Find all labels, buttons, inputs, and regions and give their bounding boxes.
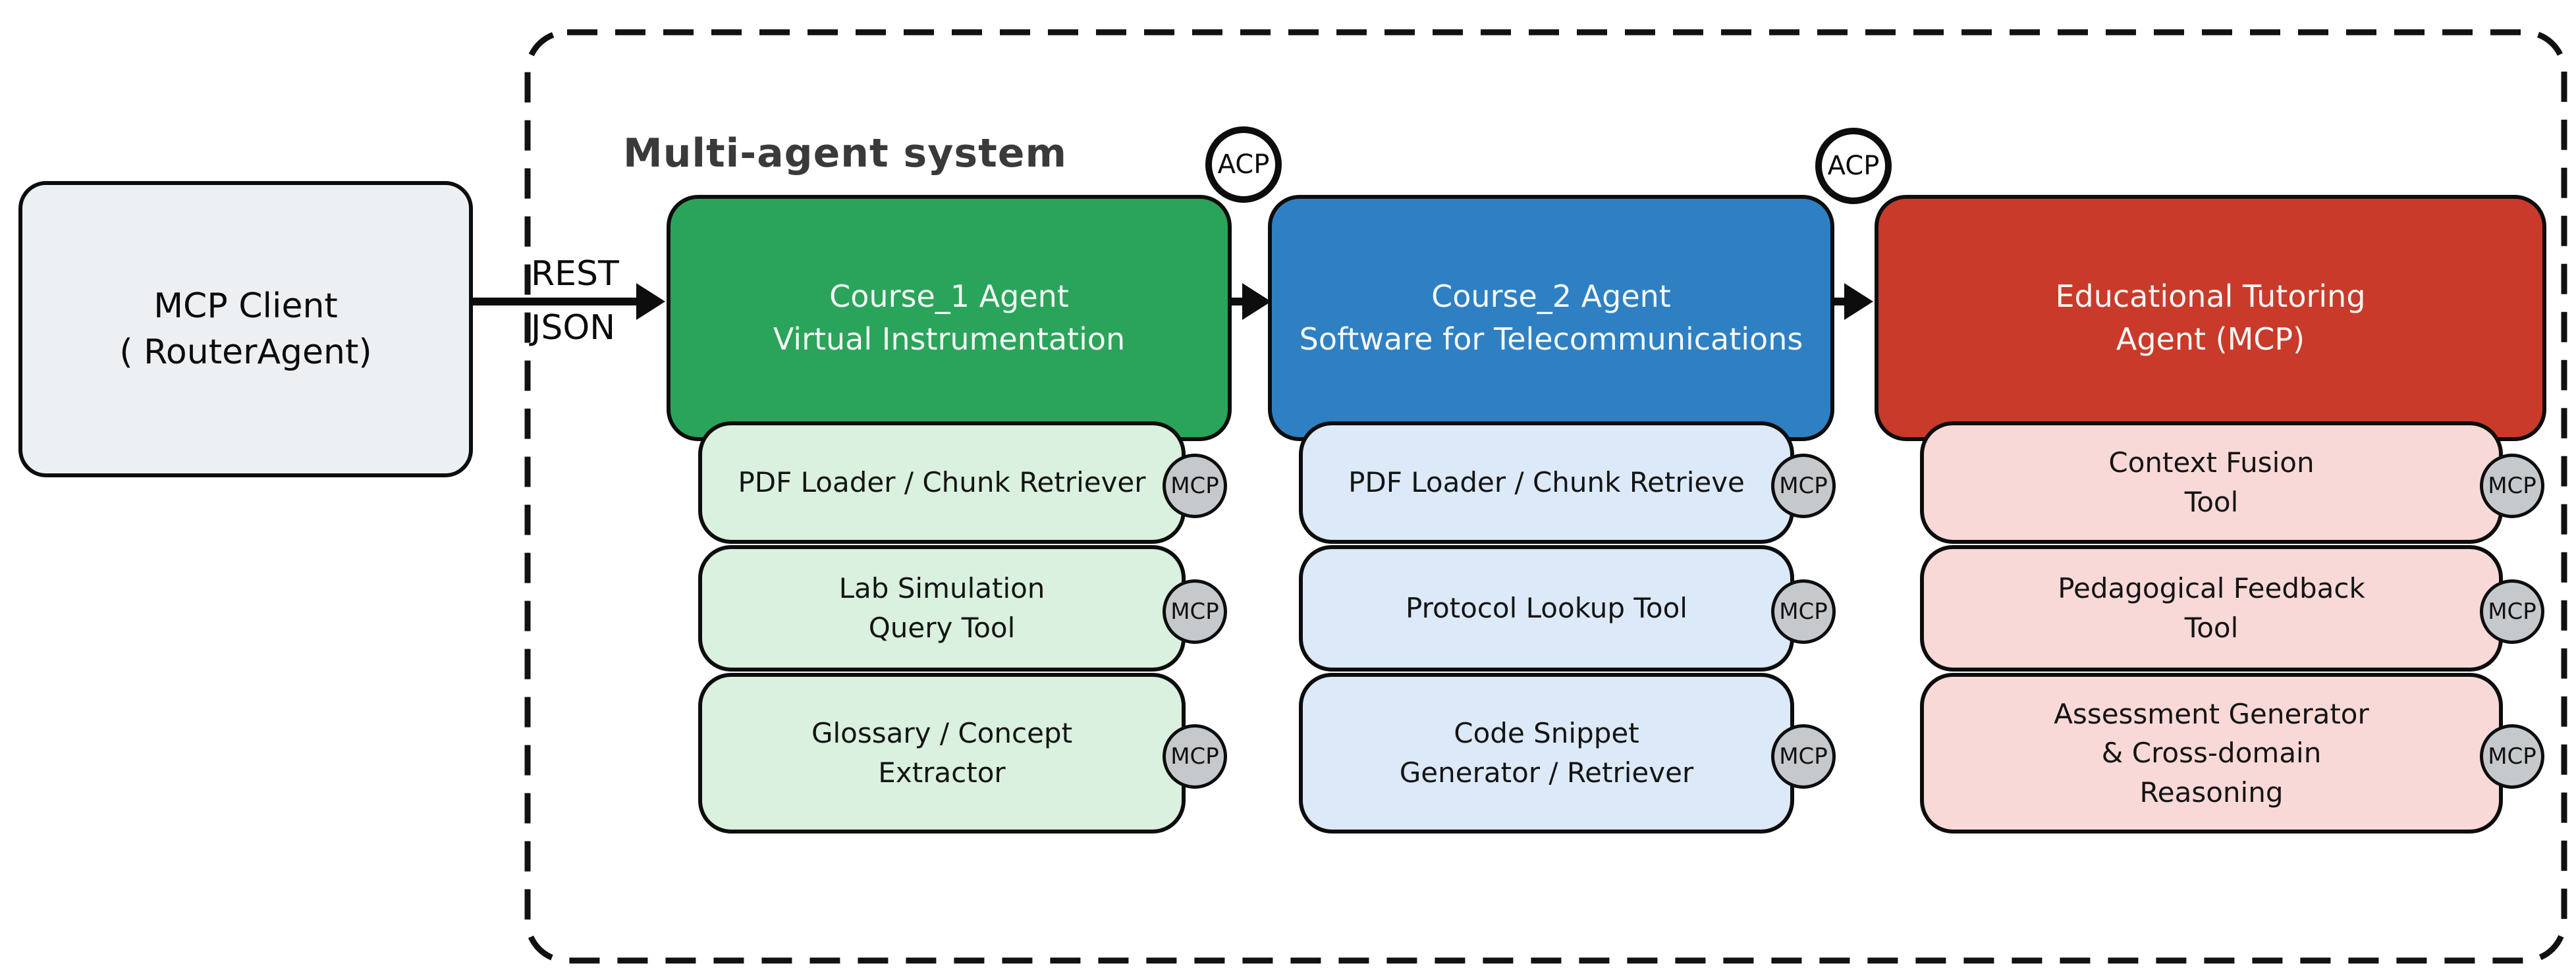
mcp-badge: MCP [1771,579,1836,644]
tool-assessment-generator: Assessment Generator & Cross-domain Reas… [1920,673,2503,833]
tool-code-snippet: Code Snippet Generator / Retriever [1299,673,1794,833]
tool-label: Glossary / Concept [811,717,1073,750]
tool-label: Tool [2184,486,2239,518]
acp-badge-2-label: ACP [1827,151,1880,181]
json-label: JSON [531,308,616,348]
mcp-badge-label: MCP [1779,743,1828,770]
tool-label: PDF Loader / Chunk Retriever [738,466,1146,499]
agent-course1-name: Course_1 Agent [829,278,1069,314]
acp-badge-2: ACP [1815,128,1892,204]
tool-label: Tool [2184,612,2239,644]
mcp-client-label-line1: MCP Client [153,286,338,326]
tool-label: Code Snippet [1454,717,1639,750]
tool-pdf-loader-2: PDF Loader / Chunk Retrieve [1299,421,1794,544]
tool-label: Lab Simulation [838,572,1045,605]
tool-label: PDF Loader / Chunk Retrieve [1348,466,1745,499]
tool-pedagogical-feedback: Pedagogical Feedback Tool [1920,545,2503,672]
agent-tutoring-subtitle: Agent (MCP) [2116,321,2305,357]
mcp-badge: MCP [2480,579,2544,644]
tool-label: Assessment Generator [2054,697,2369,730]
tool-label: Protocol Lookup Tool [1406,592,1687,625]
agent2-to-agent3-arrow-head [1844,283,1873,320]
tool-label: & Cross-domain [2101,737,2322,770]
agent-tutoring-box: Educational Tutoring Agent (MCP) [1875,195,2546,441]
mcp-badge: MCP [1163,454,1227,518]
tool-lab-simulation: Lab Simulation Query Tool [698,545,1186,672]
mcp-client-box: MCP Client ( RouterAgent) [18,181,473,477]
mcp-badge: MCP [1771,724,1836,789]
mcp-badge-label: MCP [1170,598,1219,625]
tool-label: Query Tool [868,612,1016,644]
tool-label: Reasoning [2139,776,2284,808]
tool-pdf-loader-1: PDF Loader / Chunk Retriever [698,421,1186,544]
tool-label: Pedagogical Feedback [2058,572,2365,605]
agent-course2-box: Course_2 Agent Software for Telecommunic… [1268,195,1834,441]
agent1-to-agent2-arrow-head [1242,283,1271,320]
agent-tutoring-name: Educational Tutoring [2055,278,2366,314]
mcp-badge: MCP [1771,454,1836,518]
tool-protocol-lookup: Protocol Lookup Tool [1299,545,1794,672]
rest-label: REST [531,254,619,294]
agent-course2-name: Course_2 Agent [1431,278,1671,314]
client-to-agent1-arrow-head [636,283,665,320]
mcp-badge: MCP [1163,579,1227,644]
tool-label: Generator / Retriever [1399,756,1694,789]
client-to-agent1-arrow-line [473,298,639,305]
mcp-client-label-line2: ( RouterAgent) [119,332,372,372]
mcp-badge: MCP [1163,724,1227,789]
tool-label: Extractor [878,756,1006,789]
mcp-badge: MCP [2480,454,2544,518]
tool-label: Context Fusion [2108,446,2315,479]
acp-badge-1: ACP [1205,126,1282,203]
agent-course2-subtitle: Software for Telecommunications [1299,321,1803,357]
mcp-badge-label: MCP [1170,473,1219,499]
mcp-badge: MCP [2480,724,2544,789]
mcp-badge-label: MCP [2488,743,2536,770]
system-boundary-rect [524,29,2567,964]
mcp-badge-label: MCP [1779,473,1828,499]
mcp-badge-label: MCP [1170,743,1219,770]
tool-context-fusion: Context Fusion Tool [1920,421,2503,544]
mcp-badge-label: MCP [1779,598,1828,625]
system-title: Multi-agent system [623,130,1067,176]
agent-course1-box: Course_1 Agent Virtual Instrumentation [667,195,1232,441]
tool-glossary-extractor: Glossary / Concept Extractor [698,673,1186,833]
mcp-badge-label: MCP [2488,473,2536,499]
acp-badge-1-label: ACP [1217,149,1270,180]
mcp-badge-label: MCP [2488,598,2536,625]
agent-course1-subtitle: Virtual Instrumentation [773,321,1126,357]
